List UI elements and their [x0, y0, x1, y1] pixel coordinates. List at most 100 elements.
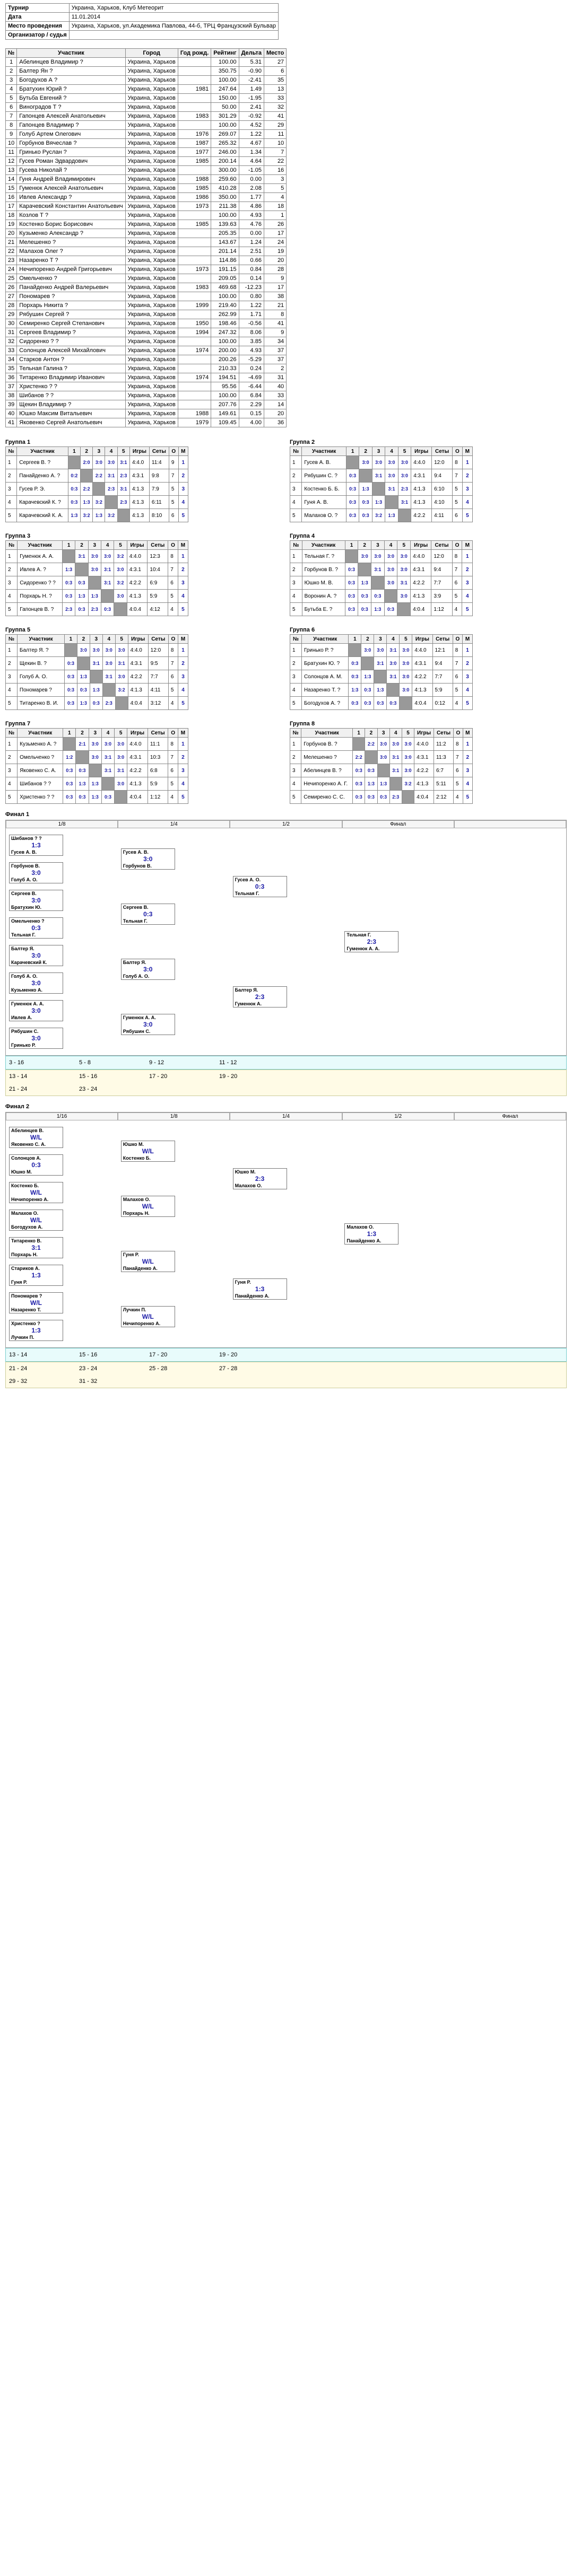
reg-cell: Малахов Олег ? [16, 247, 126, 256]
info-value [68, 30, 279, 40]
group-cell: 5 [462, 790, 473, 804]
group-cell: 0:3 [358, 589, 372, 603]
reg-cell: 8 [263, 310, 287, 319]
group-cell: 3:1 [114, 764, 128, 777]
group-cell: Костенко Б. Б. [301, 482, 346, 496]
group-cell: 4 [290, 683, 302, 697]
match-player-b: Панайденко А. [346, 1238, 382, 1243]
group-header-cell: 3 [371, 540, 385, 550]
group-header-cell: 2 [365, 728, 378, 738]
group-cell: 2 [5, 750, 18, 764]
group-cell: 2:3 [88, 602, 102, 616]
match-result: W/L [30, 1299, 42, 1307]
reg-header-cell: Рейтинг [211, 48, 239, 58]
reg-cell: Украина, Харьков [125, 310, 178, 319]
group-cell: 3:2 [114, 576, 127, 590]
group-cell: 3:0 [377, 737, 390, 751]
reg-cell: 0.00 [238, 229, 264, 238]
group-cell: 4:1.3 [129, 495, 150, 509]
group-cell: 6 [452, 576, 463, 590]
lower-title: 25 - 28 [149, 1365, 168, 1372]
lower-box: 15 - 16 [79, 1073, 143, 1080]
reg-cell [177, 211, 212, 220]
group-header-cell: Участник [17, 540, 63, 550]
match-player-a: Горбунов В. [11, 863, 40, 869]
group-cell [101, 777, 115, 791]
lower-title: 29 - 32 [9, 1378, 28, 1385]
group-cell: 5 [289, 509, 302, 522]
group-cell: 2:12 [434, 790, 454, 804]
group-cell: Кузьменко А. ? [17, 737, 64, 751]
group-header-cell: 2 [75, 540, 89, 550]
group-header-cell: М [177, 540, 189, 550]
match-result: 1:3 [255, 1285, 265, 1293]
group-header-cell: 1 [62, 540, 76, 550]
group-cell: 4 [178, 683, 188, 697]
group-header-cell: Игры [127, 634, 149, 644]
group-cell: 4:2.2 [412, 670, 433, 684]
group-cell: 0:3 [63, 790, 76, 804]
reg-cell: 410.28 [211, 183, 239, 193]
consolation-box: 3 - 16 [9, 1059, 73, 1066]
reg-cell [177, 337, 212, 346]
reg-cell: 114.86 [211, 256, 239, 265]
group-cell: 4 [462, 495, 473, 509]
group-cell: 5 [452, 683, 463, 697]
group-cell: 7 [168, 469, 179, 483]
match-result: 3:0 [143, 1021, 153, 1028]
group-cell: 0:3 [377, 790, 390, 804]
group-cell: 5 [462, 509, 473, 522]
round-head: 1/8 [118, 1112, 230, 1120]
reg-cell: 1 [263, 211, 287, 220]
group-cell: 0:3 [359, 509, 372, 522]
round-head: Финал [342, 820, 454, 828]
group-cell: 0:3 [361, 696, 375, 710]
group-cell: 3:1 [397, 576, 411, 590]
group-cell: 4:11 [148, 683, 169, 697]
reg-cell [177, 229, 212, 238]
group-cell: 4:1.3 [411, 482, 432, 496]
reg-cell: Украина, Харьков [125, 147, 178, 157]
group-cell: 4 [178, 495, 189, 509]
group-header-cell: Сеты [432, 634, 453, 644]
group-cell: 1:3 [377, 777, 390, 791]
group-cell: 3 [178, 670, 188, 684]
group-cell: 3:0 [384, 563, 398, 576]
round-head: 1/16 [6, 1112, 118, 1120]
reg-cell: Гуня Андрей Владимирович [16, 174, 126, 184]
match-player-b: Голуб А. О. [11, 877, 38, 882]
group-header-cell: № [5, 634, 18, 644]
reg-cell [177, 292, 212, 301]
reg-header-cell: Дельта [238, 48, 264, 58]
reg-cell: 20 [263, 409, 287, 418]
group-cell: 1:3 [67, 509, 81, 522]
reg-cell: 24 [263, 238, 287, 247]
match-player-a: Костенко Б. [11, 1183, 39, 1188]
match-player-b: Порхарь Н. [123, 1211, 150, 1216]
reg-cell: Украина, Харьков [125, 229, 178, 238]
reg-cell: Украина, Харьков [125, 93, 178, 103]
reg-cell: Юшко Максим Витальевич [16, 409, 126, 418]
reg-cell: 35 [263, 75, 287, 85]
group-header-cell: 4 [385, 446, 398, 456]
group-cell: 4:2.2 [126, 576, 148, 590]
group-cell: 0:3 [352, 764, 366, 777]
group-cell [377, 764, 390, 777]
group-cell: 3:0 [100, 549, 115, 563]
reg-cell: Украина, Харьков [125, 220, 178, 229]
